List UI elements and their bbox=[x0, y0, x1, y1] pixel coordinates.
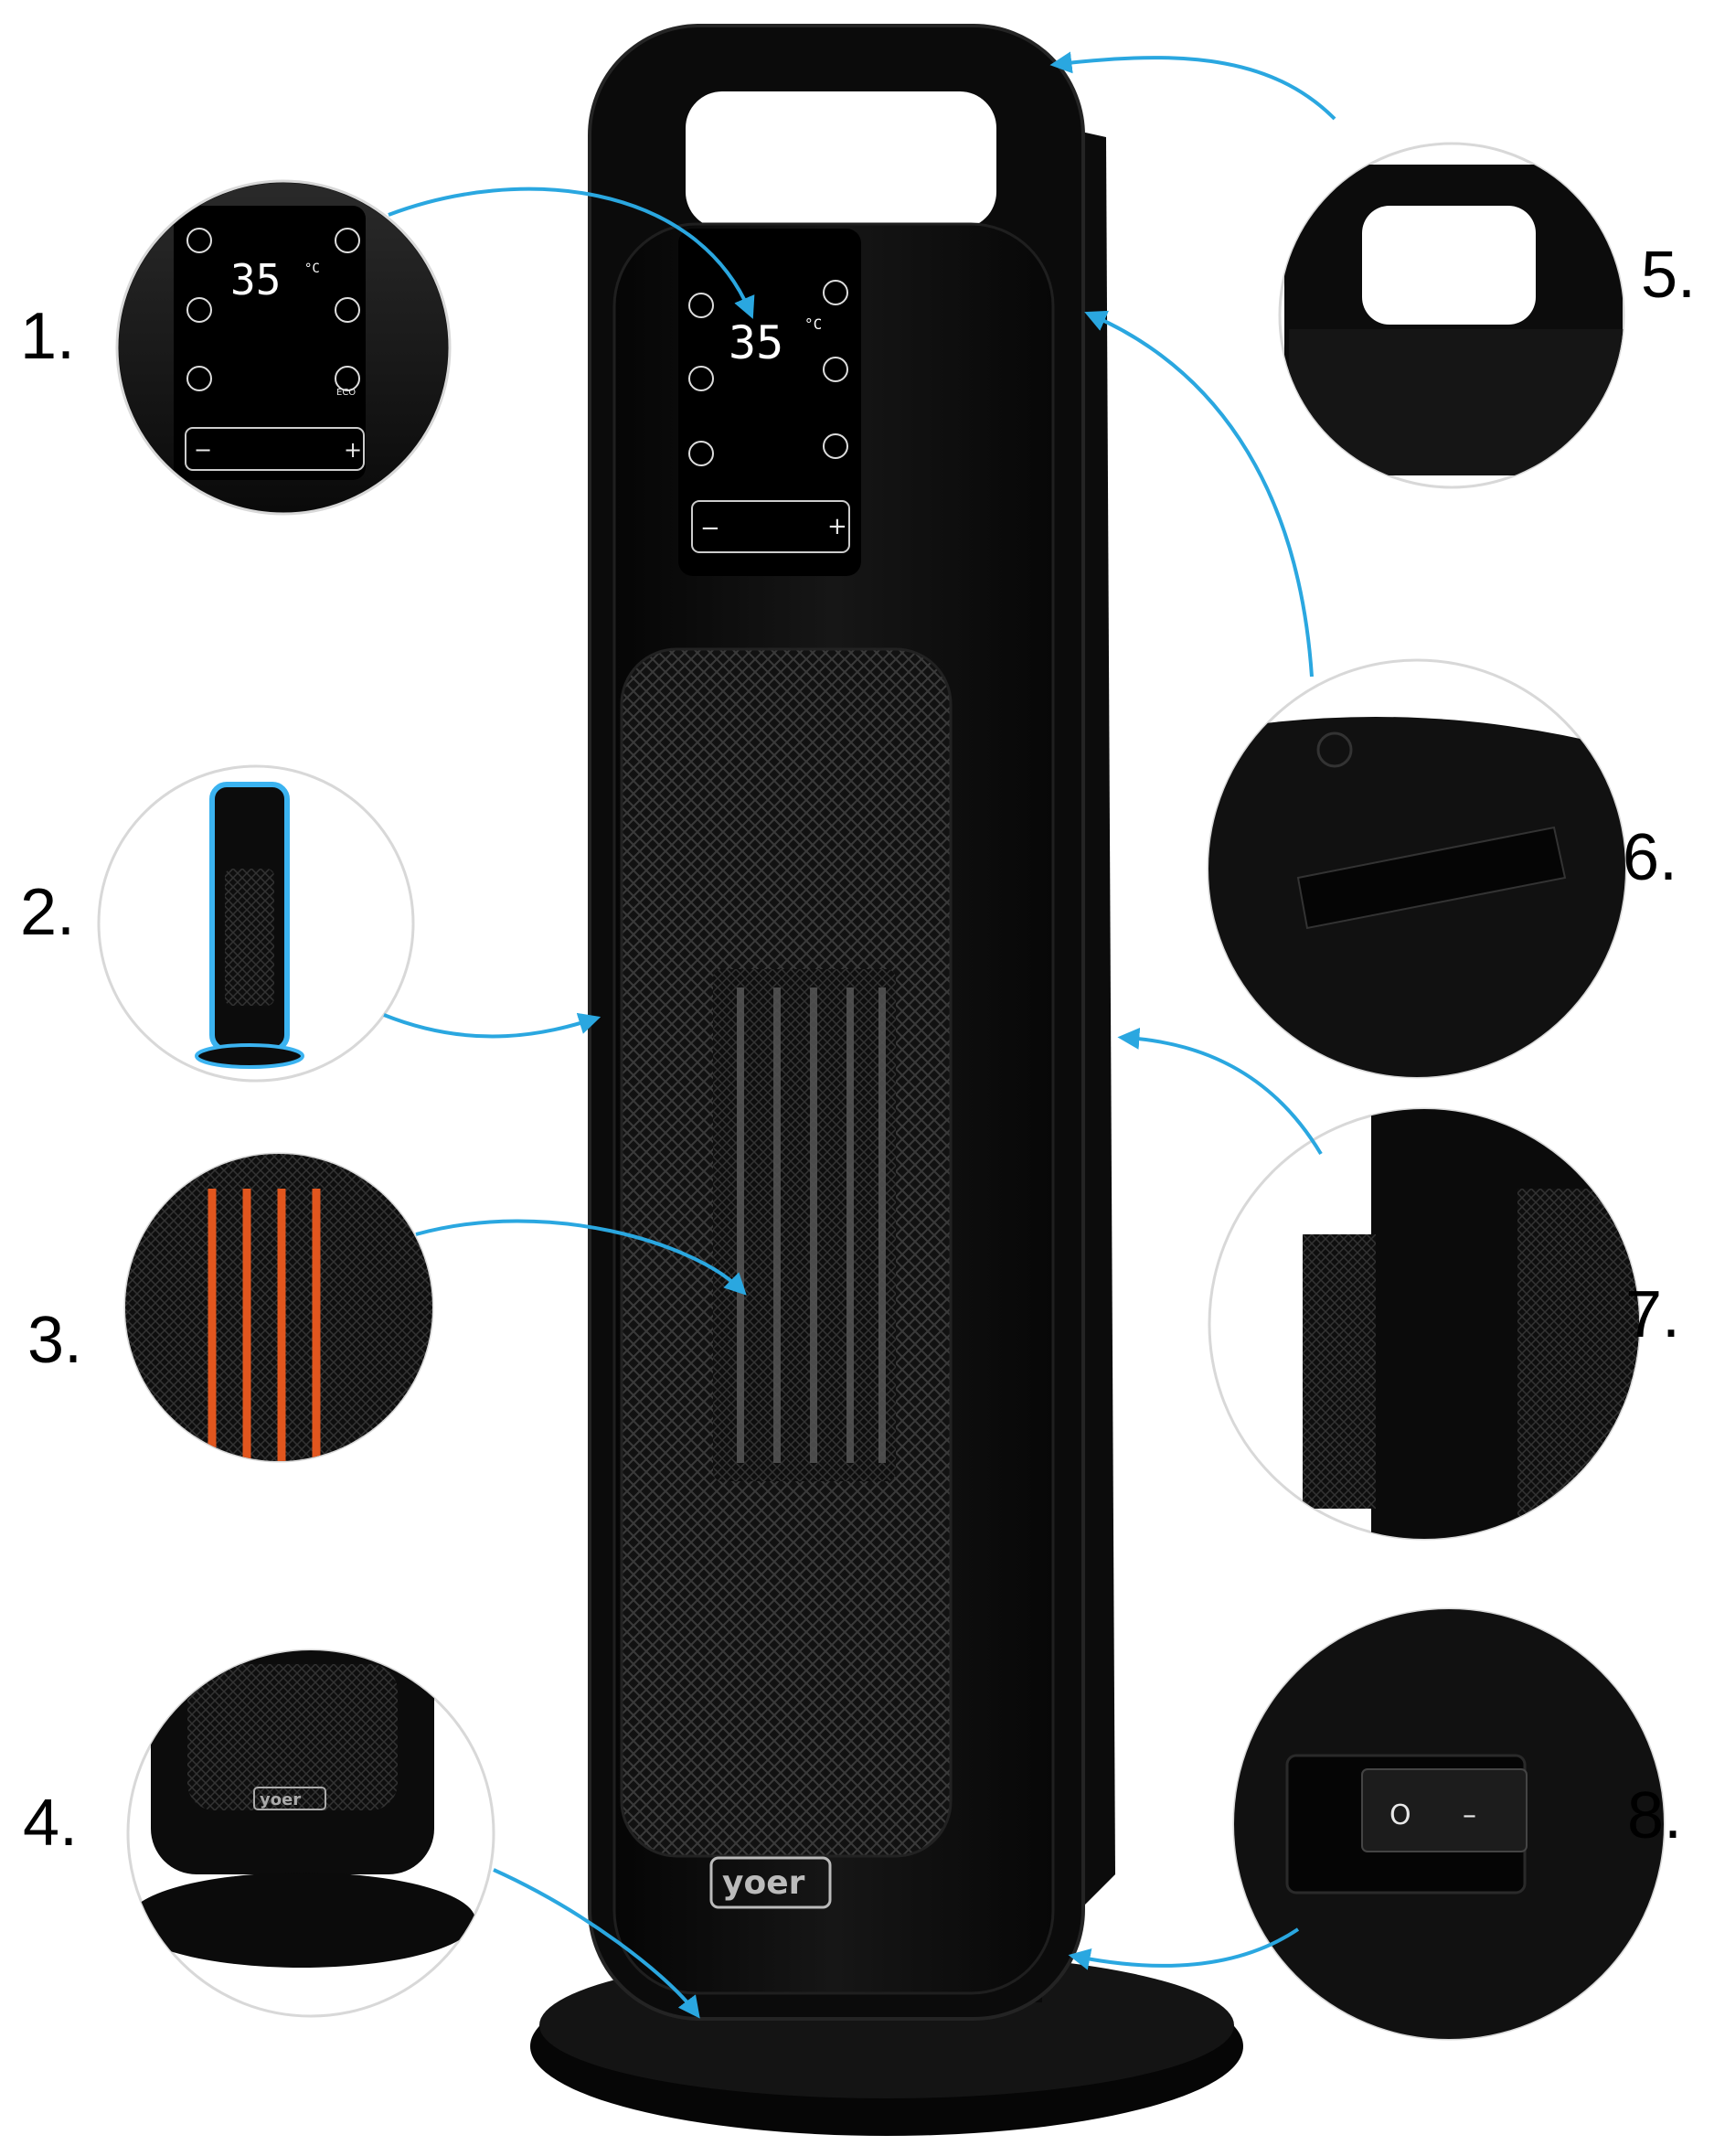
rocker-switch[interactable] bbox=[1361, 1768, 1528, 1852]
callout-label-2: 2. bbox=[20, 876, 75, 949]
callout-label-3: 3. bbox=[27, 1304, 82, 1377]
zoom-unit: °C bbox=[304, 261, 320, 276]
callout-label-4: 4. bbox=[23, 1787, 78, 1860]
oscillation-icon[interactable] bbox=[823, 357, 848, 382]
control-panel: 35 °C − + bbox=[678, 229, 861, 576]
minus-button[interactable]: − bbox=[700, 515, 720, 542]
timer-icon[interactable] bbox=[688, 441, 714, 466]
arrow-5 bbox=[1049, 51, 1336, 121]
callout-circle-8: O – bbox=[1232, 1607, 1666, 2041]
switch-off-symbol: O bbox=[1389, 1799, 1411, 1831]
callout-label-7: 7. bbox=[1625, 1278, 1680, 1351]
zoom-minus: − bbox=[194, 437, 212, 463]
callout-circle-1: 35 °C ECO − + bbox=[115, 179, 452, 516]
zoom-plus: + bbox=[344, 437, 362, 463]
arrow-2 bbox=[383, 1012, 601, 1039]
callout-circle-2 bbox=[97, 764, 415, 1083]
callout-arrows bbox=[383, 51, 1336, 2019]
eco-icon[interactable] bbox=[823, 433, 848, 459]
plus-button[interactable]: + bbox=[827, 513, 847, 540]
fan-icon[interactable] bbox=[688, 366, 714, 391]
minus-plus-slider[interactable] bbox=[691, 500, 850, 553]
brand-logo: yoer bbox=[722, 1864, 805, 1902]
tower-heater: 35 °C − + yoer bbox=[530, 24, 1243, 2136]
arrow-6 bbox=[1084, 310, 1314, 678]
power-icon[interactable] bbox=[688, 293, 714, 318]
callout-label-5: 5. bbox=[1641, 239, 1696, 312]
callout-label-8: 8. bbox=[1627, 1779, 1682, 1852]
arrow-8 bbox=[1068, 1927, 1300, 1970]
arrow-3 bbox=[415, 1219, 747, 1296]
arrow-1 bbox=[388, 187, 755, 319]
zoom-eco-label: ECO bbox=[336, 388, 356, 398]
callout-circle-4: yoer bbox=[126, 1649, 495, 2018]
temperature-unit: °C bbox=[804, 315, 822, 333]
zoom-logo: yoer bbox=[260, 1790, 301, 1809]
callout-circle-5 bbox=[1278, 142, 1625, 489]
callout-circle-3 bbox=[123, 1152, 434, 1463]
arrow-4 bbox=[493, 1868, 700, 2019]
switch-on-symbol: – bbox=[1463, 1799, 1476, 1831]
callout-circle-6 bbox=[1207, 658, 1627, 1079]
callout-label-6: 6. bbox=[1623, 821, 1677, 894]
temperature-readout: 35 bbox=[729, 316, 783, 369]
settings-icon[interactable] bbox=[823, 280, 848, 305]
carry-handle-opening bbox=[686, 91, 996, 229]
callout-label-1: 1. bbox=[20, 300, 75, 373]
callout-circle-7 bbox=[1208, 1107, 1641, 1541]
arrow-7 bbox=[1117, 1027, 1323, 1156]
zoom-temperature: 35 bbox=[230, 255, 281, 304]
